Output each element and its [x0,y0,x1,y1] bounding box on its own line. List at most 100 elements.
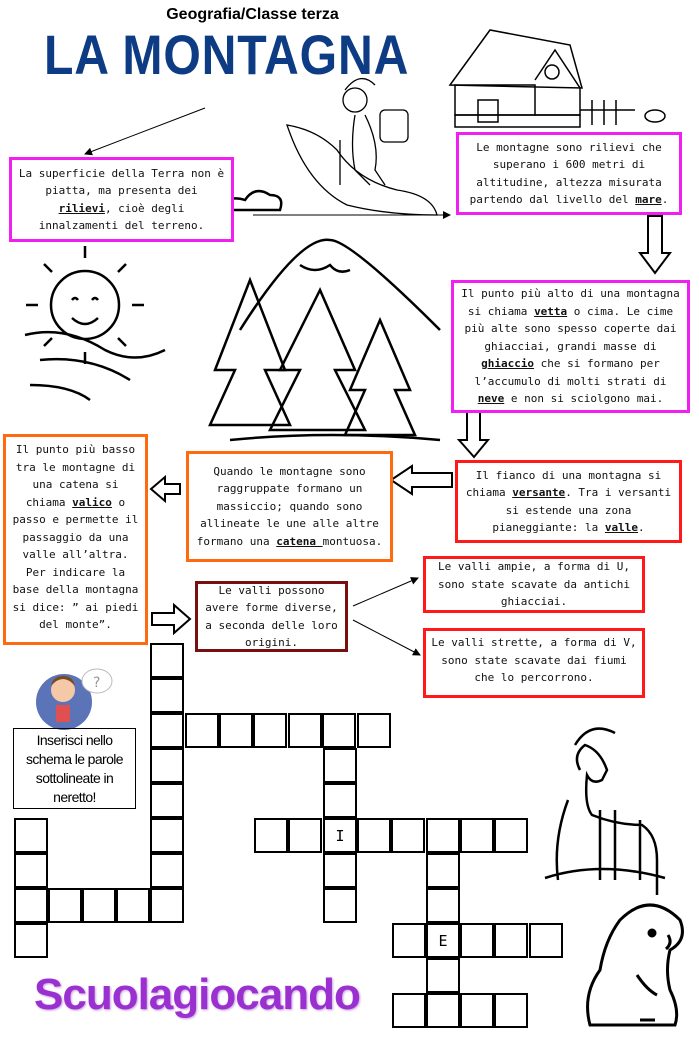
crossword-cell[interactable] [323,783,357,818]
crossword-cell[interactable] [426,853,460,888]
text: . [638,521,645,534]
crossword-cell[interactable] [219,713,253,748]
text: La superficie della Terra non è piatta, … [18,166,225,198]
crossword-cell[interactable] [529,923,563,958]
text: montuosa. [322,534,383,548]
crossword-cell[interactable] [253,713,287,748]
box-valli: Le valli possono avere forme diverse, a … [195,581,348,652]
arrow-title-to-box [84,107,206,156]
crossword-cell[interactable] [150,888,184,923]
text: . Tra i versanti si estende una zona pia… [492,486,672,534]
crossword-cell[interactable] [322,713,356,748]
keyword-mare: mare [635,193,662,206]
crossword-cell[interactable] [14,923,48,958]
text: che si formano per l’accumulo di molti s… [474,357,667,388]
mountain-hut-illustration [448,29,666,128]
block-arrow-down-1 [638,215,672,275]
block-arrow-left-2 [149,474,181,504]
box-catena: Quando le montagne sono raggruppate form… [186,451,393,562]
block-arrow-down-2 [456,411,491,459]
text: Il punto più basso tra le montagne di un… [15,443,136,509]
crossword-cell[interactable] [150,748,184,783]
crossword-cell[interactable] [392,923,426,958]
keyword-ghiaccio: ghiaccio [481,357,535,371]
crossword-cell[interactable] [323,853,357,888]
crossword-cell[interactable] [150,853,184,888]
crossword-cell[interactable] [254,818,288,853]
keyword-catena: catena [276,534,323,548]
box-superficie: La superficie della Terra non è piatta, … [9,157,234,242]
instruction-box: Inserisci nello schema le parole sottoli… [13,728,136,809]
keyword-valico: valico [72,495,112,509]
crossword-cell[interactable] [116,888,150,923]
arrow-to-valli-u [352,577,419,607]
crossword-cell[interactable] [392,993,426,1028]
crossword-cell[interactable] [185,713,219,748]
crossword-cell[interactable] [14,818,48,853]
sun-illustration [24,246,166,402]
crossword-cell[interactable] [426,818,460,853]
text: . [661,193,669,206]
crossword-cell[interactable] [323,748,357,783]
text: e non si sciolgono mai. [504,392,664,406]
crossword-cell[interactable] [14,888,48,923]
crossword-cell[interactable] [150,643,184,678]
box-montagne: Le montagne sono rilievi che superano i … [456,132,682,215]
box-valico: Il punto più basso tra le montagne di un… [3,434,148,645]
crossword-cell[interactable] [288,713,322,748]
text: Quando le montagne sono raggruppate form… [196,464,379,548]
crossword-cell[interactable] [150,678,184,713]
crossword-cell[interactable] [357,713,391,748]
crossword-cell[interactable] [150,818,184,853]
block-arrow-left-1 [389,464,453,496]
text: Il punto più alto di una montagna si chi… [461,287,680,318]
crossword-cell[interactable] [150,713,184,748]
block-arrow-right [151,602,192,636]
crossword-cell[interactable] [494,923,528,958]
subject-subtitle: Geografia/Classe terza [166,6,339,23]
text: o passo e permette il passaggio da una v… [12,495,139,632]
brand-logo: Scuolagiocando [34,970,361,1019]
crossword-cell[interactable] [288,818,322,853]
crossword-cell[interactable] [494,818,528,853]
page-title: LA MONTAGNA [44,23,410,86]
crossword-cell[interactable] [391,818,425,853]
keyword-neve: neve [477,392,505,406]
marmot-illustration [586,903,684,1027]
crossword-cell[interactable] [426,993,460,1028]
crossword-cell[interactable] [150,783,184,818]
text: Le valli possono avere forme diverse, a … [205,583,338,650]
crossword-cell[interactable] [460,818,494,853]
arrow-to-valli-v [352,619,421,656]
text: o cima. Le cime più alte sono spesso cop… [464,304,677,353]
crossword-cell[interactable] [14,853,48,888]
box-versante: Il fianco di una montagna si chiama vers… [455,460,682,543]
keyword-rilievi: rilievi [58,201,105,215]
crossword-cell[interactable] [357,818,391,853]
mountain-trees-illustration [208,189,441,442]
keyword-versante: versante [512,486,566,499]
crossword-cell[interactable] [323,888,357,923]
text: Le valli strette, a forma di V, sono sta… [431,636,637,684]
keyword-vetta: vetta [534,304,568,318]
thinking-child-illustration: ? [36,668,113,730]
crossword-cell[interactable] [82,888,116,923]
keyword-valle: valle [604,521,639,534]
box-valli-v: Le valli strette, a forma di V, sono sta… [423,628,645,698]
crossword-cell[interactable] [48,888,82,923]
svg-text:?: ? [93,675,100,691]
crossword-cell[interactable] [460,923,494,958]
box-valli-u: Le valli ampie, a forma di U, sono state… [423,556,645,613]
text: Le valli ampie, a forma di U, sono state… [437,560,631,609]
crossword-cell[interactable] [460,993,494,1028]
text: Le montagne sono rilievi che superano i … [469,140,662,207]
crossword-cell[interactable]: I [323,818,357,853]
crossword-cell[interactable] [426,888,460,923]
crossword-cell[interactable] [494,993,528,1028]
crossword-cell[interactable]: E [426,923,460,958]
text: Il fianco di una montagna si chiama [465,468,662,500]
crossword-cell[interactable] [426,958,460,993]
ibex-illustration [544,727,666,895]
hiker-illustration [286,78,438,216]
